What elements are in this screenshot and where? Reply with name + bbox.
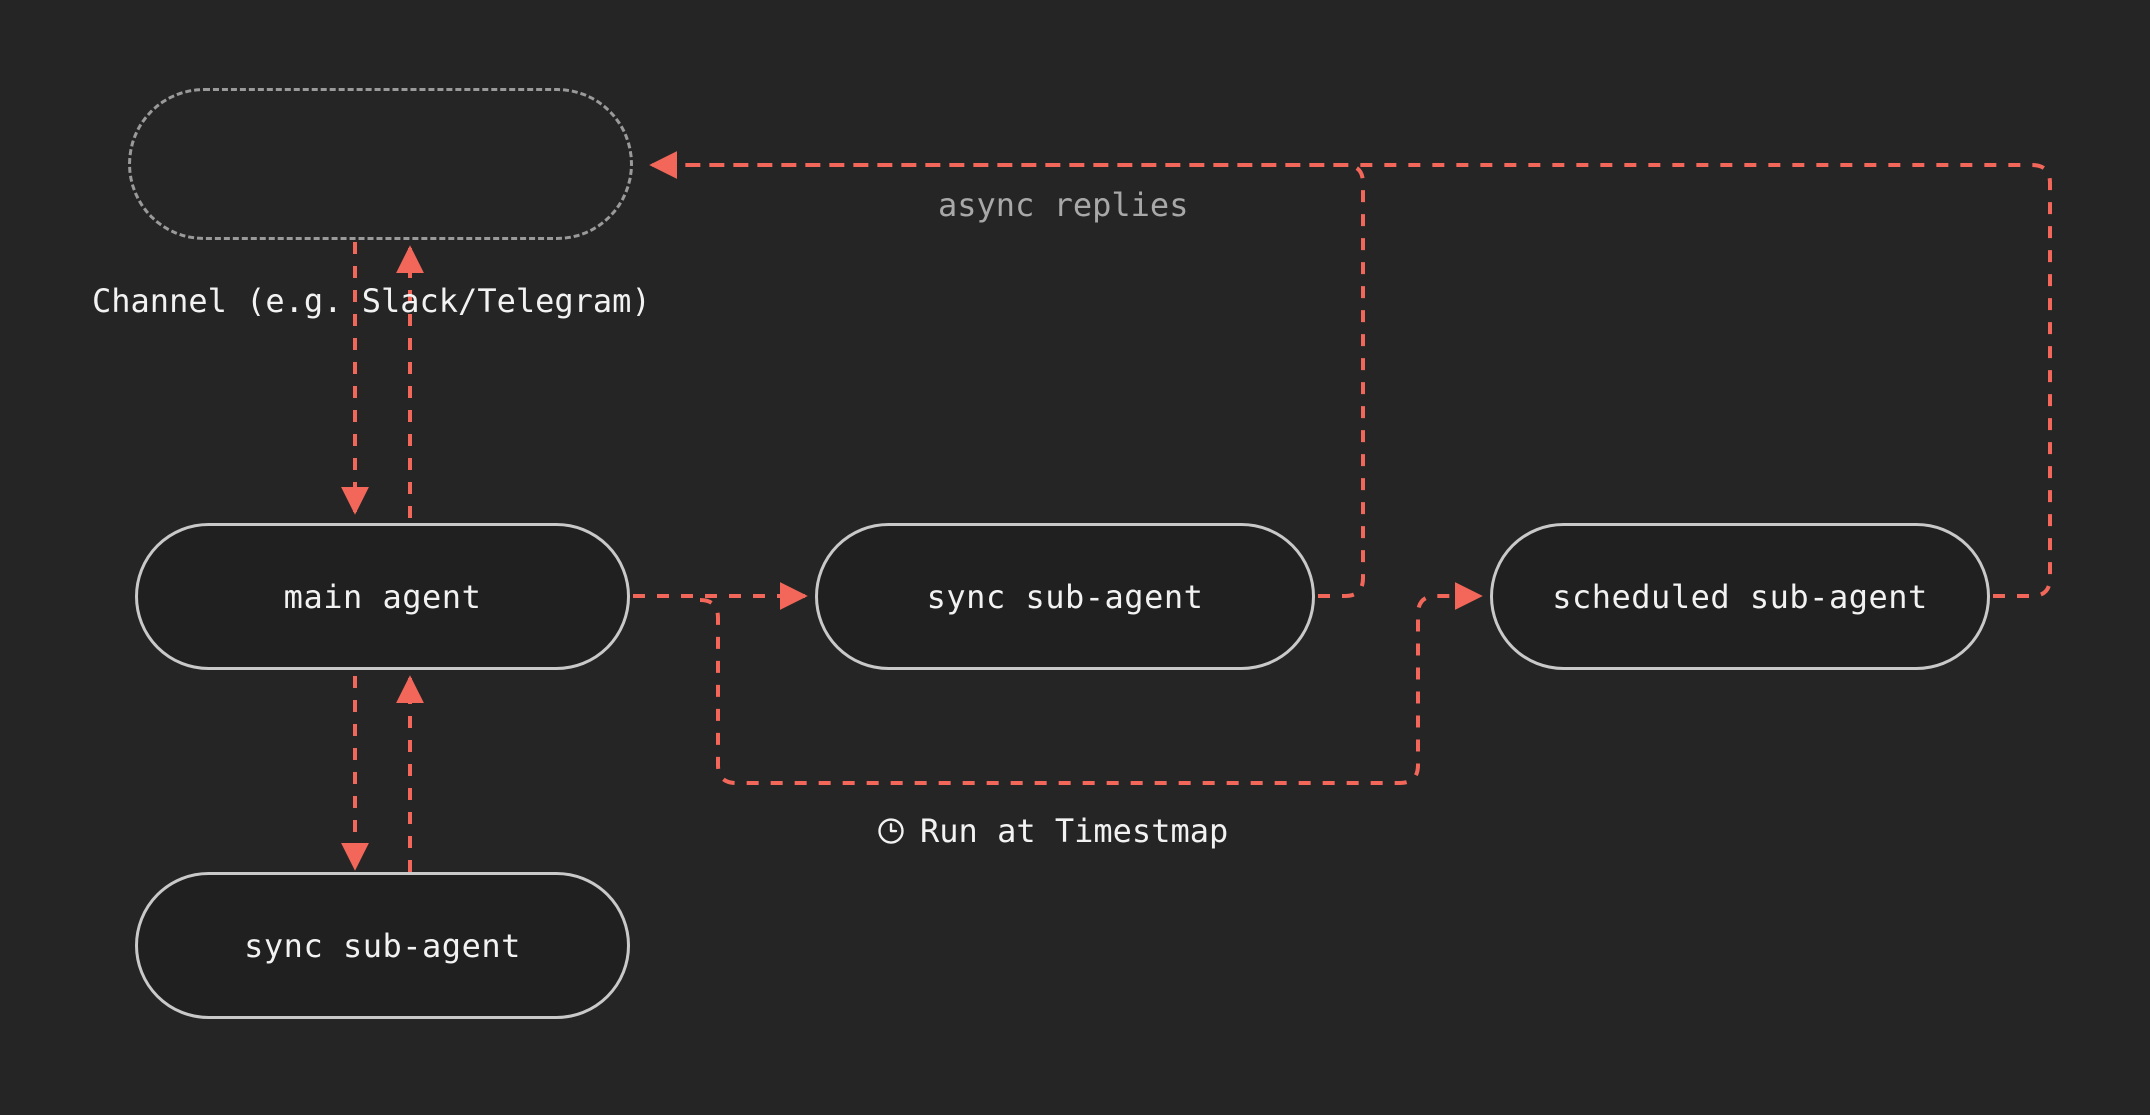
node-scheduled-sub-agent-label: scheduled sub-agent [1552, 577, 1928, 616]
run-at-timestamp-text: Run at Timestmap [920, 812, 1229, 850]
clock-icon [876, 816, 906, 846]
node-scheduled-sub-agent[interactable]: scheduled sub-agent [1490, 523, 1990, 670]
async-replies-label: async replies [938, 186, 1189, 224]
node-channel[interactable] [128, 88, 633, 240]
channel-caption: Channel (e.g. Slack/Telegram) [92, 282, 651, 320]
node-sync-sub-agent-mid-label: sync sub-agent [926, 577, 1204, 616]
node-main-agent-label: main agent [283, 577, 482, 616]
node-sync-sub-agent-mid[interactable]: sync sub-agent [815, 523, 1315, 670]
run-at-timestamp-label: Run at Timestmap [876, 812, 1228, 850]
node-sync-sub-agent-bottom[interactable]: sync sub-agent [135, 872, 630, 1019]
node-sync-sub-agent-bottom-label: sync sub-agent [244, 926, 521, 965]
node-main-agent[interactable]: main agent [135, 523, 630, 670]
